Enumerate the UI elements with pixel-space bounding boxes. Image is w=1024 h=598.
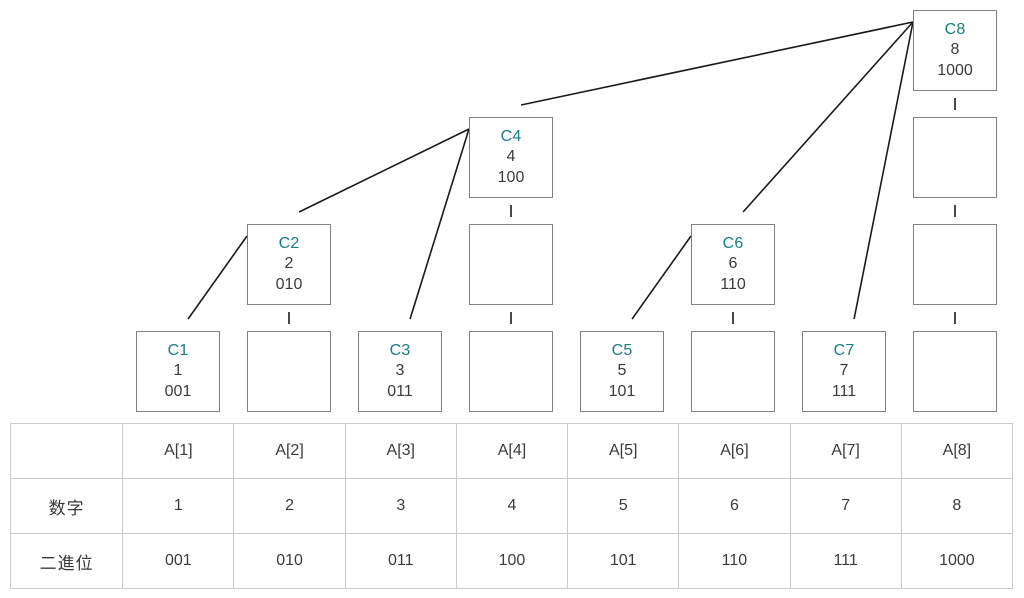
table-cell: 010 [233, 533, 346, 589]
node-number: 6 [728, 255, 738, 273]
node-number: 7 [839, 362, 849, 380]
row-label: 二進位 [9, 533, 124, 589]
node-label: C3 [389, 341, 411, 359]
node-binary: 1000 [937, 61, 973, 79]
empty-node-box [247, 331, 331, 412]
node-label: C8 [944, 20, 966, 38]
node-binary: 110 [720, 275, 746, 293]
table-header-a4: A[4] [455, 423, 569, 479]
table-cell: 111 [789, 533, 902, 589]
node-binary: 010 [275, 275, 303, 293]
table-cell: 011 [344, 533, 457, 589]
empty-node-box [913, 224, 997, 305]
table-cell: 5 [567, 478, 680, 534]
table-header-a6: A[6] [678, 423, 791, 479]
table-cell: 100 [455, 533, 569, 589]
tree-node-c2[interactable]: C2 2 010 [247, 224, 331, 305]
table-header-a5: A[5] [567, 423, 680, 479]
node-label: C5 [611, 341, 633, 359]
table-cell: 1 [122, 478, 235, 534]
edge-c8-to-c6 [742, 21, 914, 213]
edge-c4-to-c3 [409, 128, 470, 320]
table-cell: 8 [900, 478, 1014, 534]
table-cell: 3 [344, 478, 457, 534]
empty-node-box [691, 331, 775, 412]
empty-node-box [469, 224, 553, 305]
node-label: C2 [278, 234, 300, 252]
table-corner-cell [9, 423, 124, 479]
edge-c2-to-c1 [187, 235, 248, 320]
tree-node-c8[interactable]: C8 8 1000 [913, 10, 997, 91]
table-cell: 1000 [900, 533, 1014, 589]
tree-node-c7[interactable]: C7 7 111 [802, 331, 886, 412]
node-number: 8 [950, 41, 960, 59]
node-number: 2 [284, 255, 294, 273]
node-binary: 001 [164, 382, 192, 400]
table-cell: 6 [678, 478, 791, 534]
empty-node-box [469, 331, 553, 412]
table-cell: 110 [678, 533, 791, 589]
table-cell: 001 [122, 533, 235, 589]
table-header-a7: A[7] [789, 423, 902, 479]
node-binary: 111 [831, 382, 857, 400]
node-label: C4 [500, 127, 522, 145]
node-label: C6 [722, 234, 744, 252]
empty-node-box [913, 331, 997, 412]
node-binary: 101 [608, 382, 636, 400]
node-label: C1 [167, 341, 189, 359]
node-number: 3 [395, 362, 405, 380]
table-cell: 2 [233, 478, 346, 534]
node-number: 1 [173, 362, 183, 380]
table-header-row: A[1]A[2]A[3]A[4]A[5]A[6]A[7]A[8] [9, 423, 1014, 479]
table-header-a8: A[8] [900, 423, 1014, 479]
tree-node-c4[interactable]: C4 4 100 [469, 117, 553, 198]
table-header-a1: A[1] [122, 423, 235, 479]
node-binary: 100 [497, 168, 525, 186]
tree-node-c3[interactable]: C3 3 011 [358, 331, 442, 412]
edge-c6-to-c5 [631, 235, 692, 320]
edge-c8-to-c4 [520, 21, 914, 106]
table-header-a2: A[2] [233, 423, 346, 479]
table-cell: 4 [455, 478, 569, 534]
row-label: 数字 [9, 478, 124, 534]
node-number: 5 [617, 362, 627, 380]
edge-c4-to-c2 [298, 128, 470, 213]
table-header-a3: A[3] [344, 423, 457, 479]
table-cell: 7 [789, 478, 902, 534]
edge-c8-to-c7 [853, 21, 914, 320]
node-binary: 011 [387, 382, 413, 400]
empty-node-box [913, 117, 997, 198]
node-label: C7 [833, 341, 855, 359]
tree-node-c6[interactable]: C6 6 110 [691, 224, 775, 305]
tree-node-c1[interactable]: C1 1 001 [136, 331, 220, 412]
tree-node-c5[interactable]: C5 5 101 [580, 331, 664, 412]
tree-edges [187, 21, 956, 324]
table-cell: 101 [567, 533, 680, 589]
node-number: 4 [506, 148, 516, 166]
